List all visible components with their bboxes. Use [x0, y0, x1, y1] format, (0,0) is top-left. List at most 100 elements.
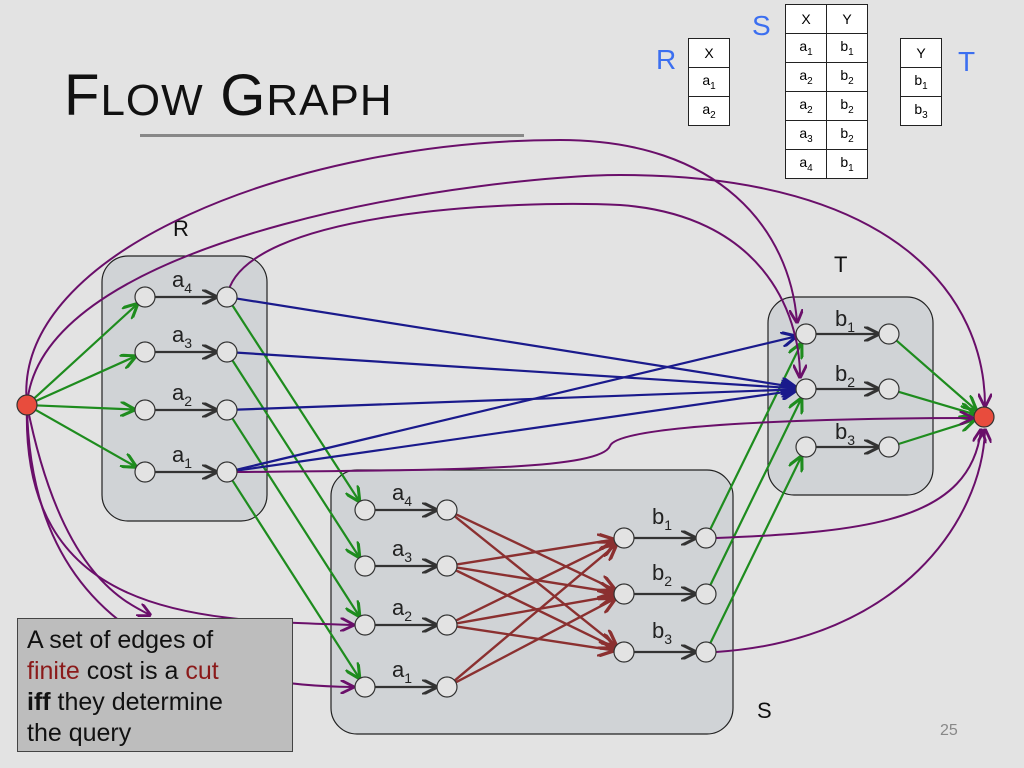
- s-left-node-out: [436, 676, 458, 698]
- table-cell: a1: [785, 33, 827, 63]
- table-cell: a3: [785, 120, 827, 150]
- box-t-label: T: [834, 252, 847, 277]
- r-node-in: [134, 341, 156, 363]
- relation-s-name: S: [752, 10, 771, 41]
- source-edge-partial: [26, 404, 150, 615]
- r-node-out: [216, 399, 238, 421]
- r-to-s-edge: [231, 304, 359, 500]
- s-to-t-edge: [709, 399, 801, 586]
- r-to-t-edge: [226, 202, 800, 377]
- table-header-cell: X: [688, 38, 730, 68]
- table-header-cell: Y: [900, 38, 942, 68]
- r-to-t-edge: [236, 351, 795, 389]
- s-right-node-in: [613, 583, 635, 605]
- s-join-edge: [456, 540, 613, 566]
- box-r-label: R: [173, 216, 189, 241]
- t-node-in: [795, 436, 817, 458]
- table-cell: a1: [688, 67, 730, 97]
- r-node-in: [134, 461, 156, 483]
- s-join-edge: [456, 566, 613, 593]
- table-row: b3: [900, 96, 942, 126]
- table-header-cell: X: [785, 4, 827, 34]
- source-to-r-edge: [36, 405, 134, 409]
- s-right-node-in: [613, 641, 635, 663]
- s-left-node-out: [436, 614, 458, 636]
- source-node: [16, 394, 38, 416]
- cut-definition-callout: A set of edges of finite cost is a cut i…: [17, 618, 293, 752]
- r-to-t-edge: [236, 297, 795, 388]
- t-node-out: [878, 378, 900, 400]
- table-cell: b3: [900, 96, 942, 126]
- r-to-s-edge: [231, 359, 359, 556]
- r-node-out: [216, 461, 238, 483]
- r-to-t-edge: [236, 337, 796, 471]
- source-to-r-edge: [33, 304, 137, 400]
- table-cell: a2: [688, 96, 730, 126]
- callout-line-4: the query: [27, 719, 132, 747]
- callout-line-1: A set of edges of: [27, 626, 214, 654]
- table-row: a2: [688, 96, 730, 126]
- source-to-t-edge: [25, 138, 797, 406]
- slide-title: FLOW GRAPH: [64, 63, 393, 128]
- table-cell: a4: [785, 149, 827, 179]
- table-cell: b2: [826, 62, 868, 92]
- r-node-in: [134, 399, 156, 421]
- relation-t-name: T: [958, 46, 976, 77]
- relation-r-name: R: [656, 44, 677, 75]
- s-left-node-in: [354, 555, 376, 577]
- t-node-out: [878, 323, 900, 345]
- r-to-s-edge: [231, 417, 359, 615]
- table-row: a1: [688, 67, 730, 97]
- s-to-t-edge: [709, 344, 801, 530]
- t-node-in: [795, 378, 817, 400]
- r-node-out: [216, 286, 238, 308]
- r-to-sink-edge: [236, 418, 972, 473]
- s-left-node-in: [354, 499, 376, 521]
- s-to-sink-edge: [715, 430, 985, 653]
- table-cell: b2: [826, 120, 868, 150]
- node-layer: [16, 286, 995, 698]
- title-underline: [140, 134, 524, 137]
- table-cell: a2: [785, 91, 827, 121]
- table-cell: b1: [826, 33, 868, 63]
- t-node-in: [795, 323, 817, 345]
- s-left-node-out: [436, 555, 458, 577]
- s-join-edge: [456, 596, 613, 625]
- s-join-edge: [455, 543, 614, 622]
- s-right-node-out: [695, 583, 717, 605]
- source-to-sink-edge: [26, 173, 985, 406]
- s-right-node-in: [613, 527, 635, 549]
- source-to-r-edge: [35, 408, 136, 467]
- r-to-t-edge: [236, 389, 795, 411]
- r-node-in: [134, 286, 156, 308]
- t-node-out: [878, 436, 900, 458]
- callout-line-2: finite cost is a cut: [27, 657, 219, 685]
- source-to-r-edge: [35, 357, 135, 402]
- table-cell: b2: [826, 91, 868, 121]
- t-to-sink-edge: [895, 339, 976, 410]
- s-to-t-edge: [709, 457, 801, 644]
- s-join-edge: [456, 625, 613, 651]
- s-right-node-out: [695, 527, 717, 549]
- s-left-node-in: [354, 614, 376, 636]
- table-row: b1: [900, 67, 942, 97]
- page-number: 25: [940, 722, 958, 739]
- s-to-sink-edge: [715, 430, 981, 539]
- sink-node: [973, 406, 995, 428]
- table-header-cell: Y: [826, 4, 868, 34]
- s-join-edge: [455, 599, 614, 684]
- callout-line-3: iff they determine: [27, 688, 223, 716]
- table-cell: b1: [826, 149, 868, 179]
- t-to-sink-edge: [898, 390, 974, 414]
- r-to-s-edge: [231, 479, 359, 677]
- box-s-label: S: [757, 698, 772, 723]
